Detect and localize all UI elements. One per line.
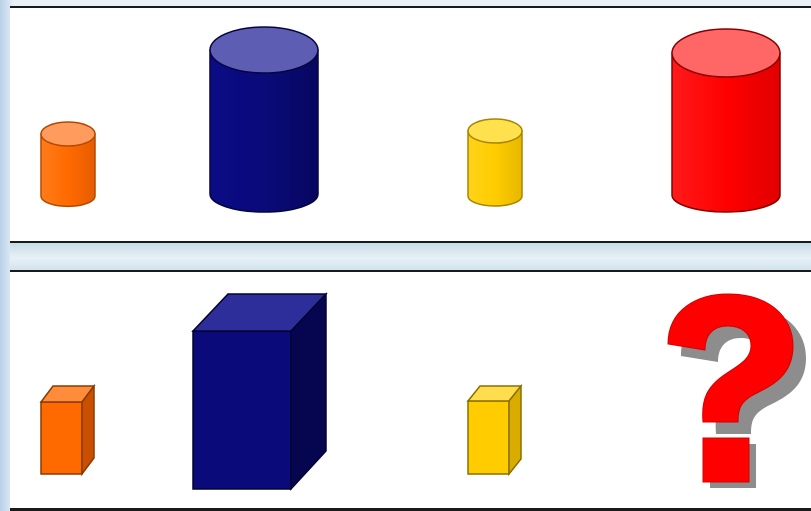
large-red-cylinder [672,29,780,212]
large-navy-box [193,294,326,489]
large-navy-cylinder [210,27,318,212]
small-yellow-box [468,386,521,474]
small-orange-cylinder [41,122,95,206]
question-mark-icon [668,294,806,488]
small-yellow-cylinder [468,119,522,206]
small-orange-box [41,386,94,474]
